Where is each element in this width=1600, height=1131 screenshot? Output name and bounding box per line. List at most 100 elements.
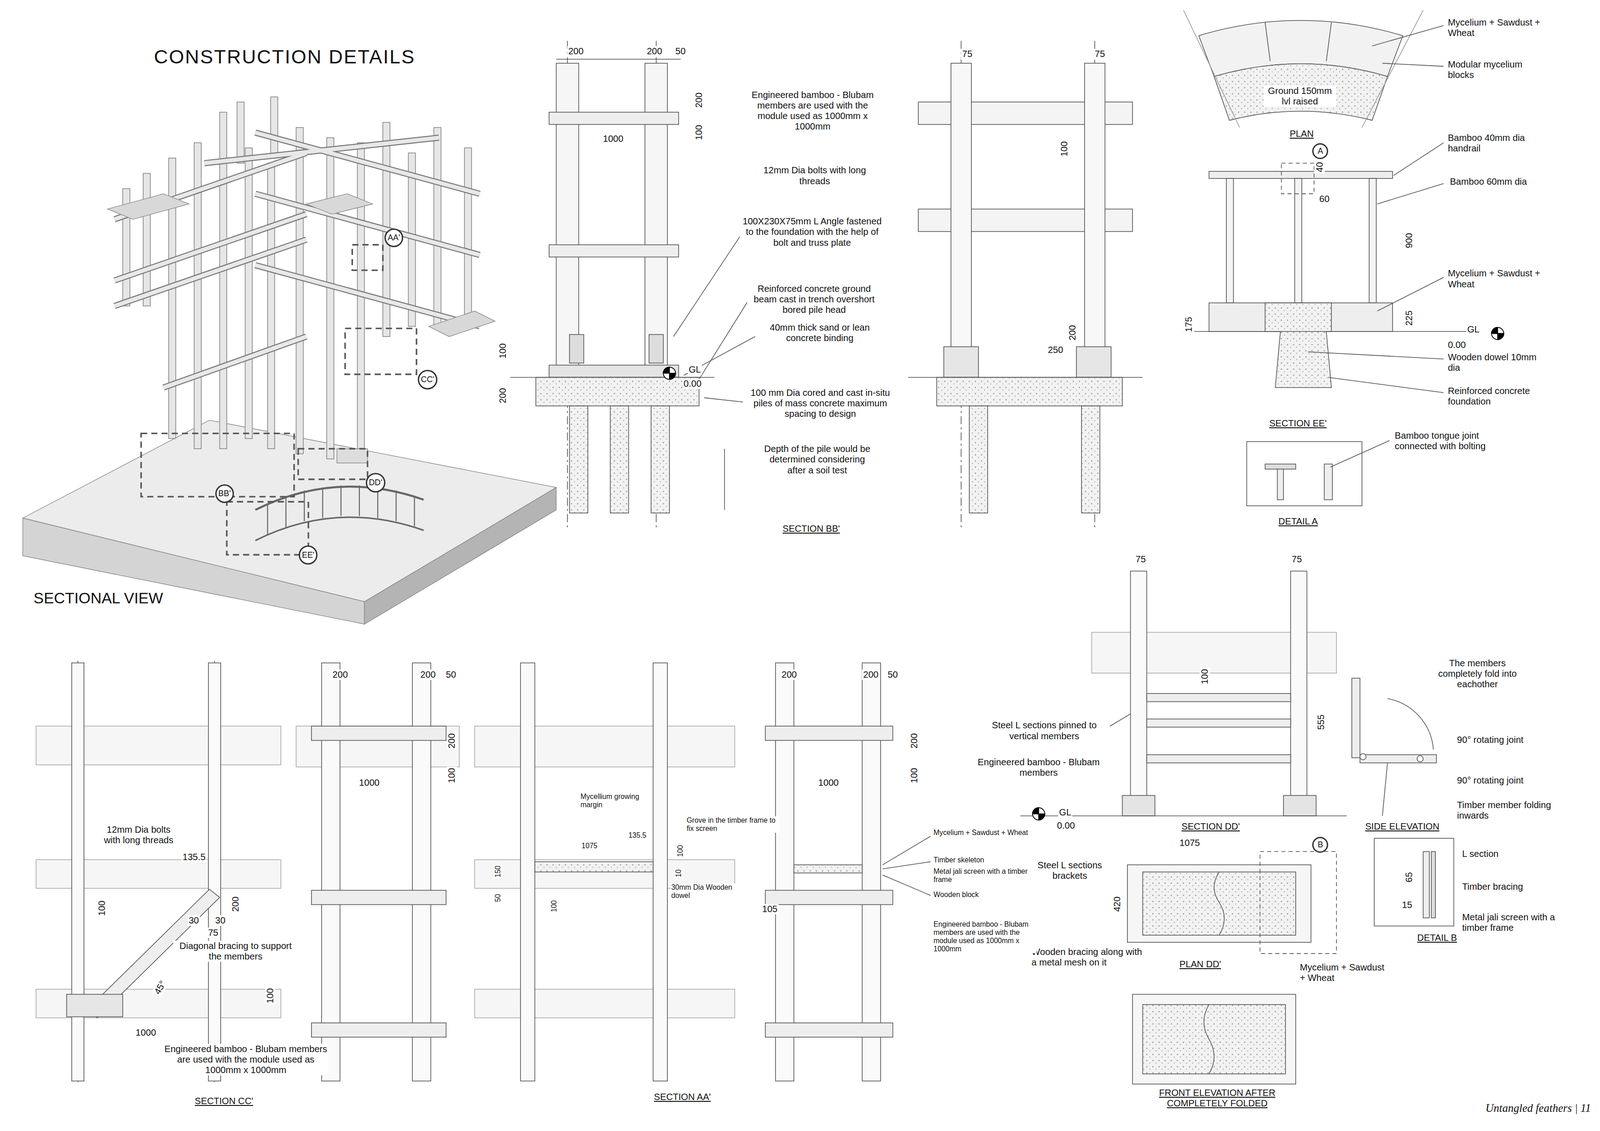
annotation-label: 0.00 bbox=[682, 378, 703, 390]
section-ee bbox=[1393, 142, 1444, 176]
annotation-label: DETAIL A bbox=[1277, 516, 1319, 527]
section-bb bbox=[535, 377, 700, 406]
section-ee bbox=[1377, 277, 1444, 312]
annotation-label: 420 bbox=[1111, 895, 1123, 913]
annotation-label: Ground 150mm lvl raised bbox=[1263, 85, 1337, 107]
isometric-view bbox=[255, 132, 480, 194]
section-dd bbox=[1127, 864, 1312, 943]
annotation-label: Metal jali screen with a timber frame bbox=[932, 867, 1032, 884]
annotation-label: Mycelium + Sawdust + Wheat bbox=[932, 828, 1032, 837]
annotation-label: 100 bbox=[909, 767, 920, 785]
annotation-label: 40 bbox=[1314, 161, 1325, 174]
section-callout: EE' bbox=[298, 545, 318, 565]
annotation-label: Engineered bamboo - Blubam members are u… bbox=[742, 89, 883, 133]
isometric-view bbox=[464, 147, 472, 327]
level-symbol bbox=[1491, 327, 1504, 340]
annotation-label: Timber skeleton bbox=[932, 856, 986, 865]
section-callout: BB' bbox=[215, 484, 234, 504]
isometric-view bbox=[322, 487, 323, 519]
callout-frame bbox=[226, 501, 309, 555]
section-aa bbox=[535, 862, 654, 873]
section-bb bbox=[549, 112, 679, 125]
section-dd bbox=[1260, 851, 1337, 954]
section-dd bbox=[1146, 719, 1291, 728]
callout-text: BB' bbox=[218, 488, 231, 499]
annotation-label: 90° rotating joint bbox=[1456, 775, 1525, 786]
page-caption: Untangled feathers | 11 bbox=[1484, 1101, 1592, 1115]
isometric-view bbox=[107, 193, 190, 220]
section-ee bbox=[1183, 10, 1240, 128]
annotation-label: 200 bbox=[230, 895, 241, 913]
section-callout: B bbox=[1312, 836, 1329, 853]
section-callout: DD' bbox=[365, 472, 386, 493]
section-dd bbox=[1122, 795, 1156, 816]
annotation-label: Wooden bracing along with a metal mesh o… bbox=[1030, 946, 1150, 968]
section-dd bbox=[1132, 994, 1296, 1085]
isometric-view bbox=[163, 336, 307, 388]
section-cc bbox=[66, 994, 123, 1017]
annotation-label: 75 bbox=[1093, 48, 1106, 60]
annotation-label: Mycelium + Sawdust + Wheat bbox=[1446, 268, 1561, 290]
section-ee bbox=[1277, 469, 1284, 500]
annotation-label: 555 bbox=[1316, 713, 1327, 732]
annotation-label: 200 bbox=[862, 669, 880, 681]
section-frame bbox=[969, 405, 988, 514]
section-ee bbox=[1377, 183, 1444, 205]
annotation-label: 50 bbox=[674, 46, 687, 57]
annotation-label: 30 bbox=[214, 915, 227, 926]
annotation-label: 75 bbox=[207, 927, 219, 939]
section-frame bbox=[765, 726, 894, 741]
section-ee bbox=[1209, 171, 1393, 179]
section-ee bbox=[1326, 22, 1332, 62]
annotation-label: Steel L sections brackets bbox=[1030, 860, 1110, 882]
annotation-label: Bamboo 60mm dia bbox=[1449, 176, 1528, 188]
annotation-label: DETAIL B bbox=[1416, 932, 1458, 944]
level-symbol bbox=[663, 327, 1504, 821]
annotation-label: SIDE ELEVATION bbox=[1364, 821, 1441, 832]
annotation-label: 200 bbox=[645, 46, 664, 57]
section-ee bbox=[1265, 302, 1332, 332]
section-dd bbox=[1110, 713, 1131, 727]
annotation-label: Engineered bamboo - Blubam members bbox=[971, 757, 1107, 779]
annotation-label: GL bbox=[1058, 807, 1073, 818]
annotation-label: Reinforced concrete foundation bbox=[1446, 385, 1571, 407]
isometric-view bbox=[204, 137, 439, 164]
isometric-view bbox=[267, 163, 276, 449]
annotation-label: Grove in the timber frame to fix screen bbox=[685, 816, 780, 833]
annotation-label: 12mm Dia bolts with long threads bbox=[97, 824, 181, 846]
annotation-label: 900 bbox=[1403, 232, 1415, 250]
isometric-view bbox=[428, 311, 495, 337]
annotation-label: Mycelium + Sawdust + Wheat bbox=[1446, 17, 1561, 39]
section-ee bbox=[1265, 22, 1271, 62]
level-symbol bbox=[1032, 807, 1045, 821]
section-aa bbox=[520, 663, 535, 1082]
annotation-label: 105 bbox=[761, 903, 779, 915]
isometric-view bbox=[267, 504, 269, 536]
annotation-label: PLAN bbox=[1288, 128, 1315, 140]
section-frame bbox=[311, 890, 447, 905]
annotation-label: 1000 bbox=[602, 133, 625, 145]
section-callout: AA' bbox=[384, 228, 404, 248]
annotation-label: 0.00 bbox=[1056, 820, 1076, 832]
annotation-label: 100 bbox=[550, 899, 559, 914]
annotation-label: SECTION AA' bbox=[653, 1091, 712, 1103]
annotation-label: Wooden block bbox=[932, 890, 980, 899]
annotation-label: 0.00 bbox=[1446, 339, 1467, 351]
section-frame bbox=[908, 377, 1143, 379]
section-frame bbox=[882, 836, 931, 866]
isometric-view bbox=[267, 485, 415, 536]
annotation-label: 75 bbox=[1290, 554, 1303, 565]
annotation-label: 100 bbox=[446, 767, 458, 785]
isometric-view bbox=[22, 518, 365, 625]
annotation-label: PLAN DD' bbox=[1178, 959, 1222, 970]
section-frame bbox=[765, 890, 894, 905]
callout-text: CC' bbox=[420, 374, 435, 385]
annotation-label: 60 bbox=[1318, 193, 1331, 205]
section-dd bbox=[1423, 851, 1429, 918]
annotation-label: 200 bbox=[909, 732, 920, 750]
section-dd bbox=[1283, 795, 1317, 816]
section-ee bbox=[1361, 10, 1424, 128]
isometric-view bbox=[22, 420, 557, 602]
section-frame bbox=[321, 663, 340, 1082]
isometric-view bbox=[270, 96, 278, 158]
